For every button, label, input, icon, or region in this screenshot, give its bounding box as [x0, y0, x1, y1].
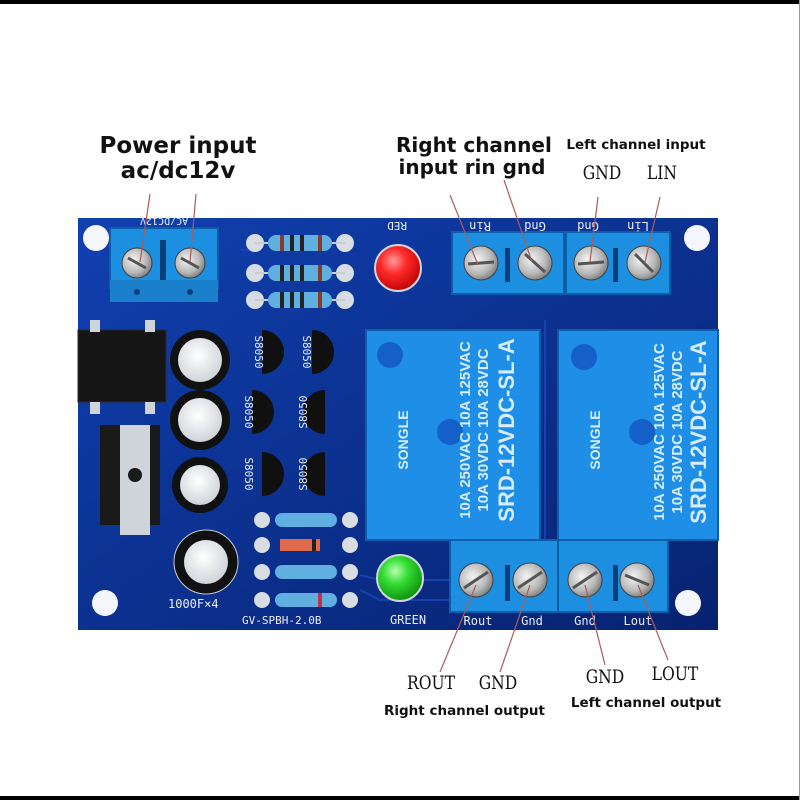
left-input-lin-label: LIN	[646, 162, 678, 184]
silk-power-label: AC/DC12V	[140, 215, 188, 226]
left-input-gnd-label: GND	[582, 162, 622, 184]
silk-transistor: S8050	[252, 335, 265, 368]
left-output-gnd-label: GND	[585, 666, 625, 688]
silk-transistor: S8050	[297, 457, 310, 490]
mounting-hole	[675, 590, 701, 616]
left-channel-input-title: Left channel input	[566, 137, 706, 153]
mounting-hole	[83, 225, 109, 251]
relay-left-model: SRD-12VDC-SL-A	[494, 338, 519, 521]
power-input-title: Power input	[99, 133, 257, 159]
silk-transistor: S8050	[242, 395, 255, 428]
mounting-hole	[92, 590, 118, 616]
top-border	[0, 0, 800, 4]
relay-right-brand: SONGLE	[587, 410, 603, 469]
right-output-gnd-label: GND	[478, 672, 518, 694]
power-input-spec: ac/dc12v	[120, 158, 236, 185]
green-led	[376, 554, 424, 602]
relay-left-brand: SONGLE	[395, 410, 411, 469]
silk-rin: Rin	[469, 219, 491, 233]
silk-transistor: S8050	[297, 395, 310, 428]
power-terminal-block	[109, 227, 219, 302]
silk-transistor: S8050	[242, 457, 255, 490]
left-output-lout-label: LOUT	[651, 663, 699, 685]
red-led	[374, 244, 422, 292]
silk-green-label: GREEN	[390, 613, 426, 627]
silk-gnd-in-r: Gnd	[524, 219, 546, 233]
silk-model: GV-SPBH-2.0B	[242, 614, 322, 627]
relay-right-rating-1: 10A 250VAC 10A 125VAC	[651, 343, 668, 521]
right-output-rout-label: ROUT	[406, 672, 456, 694]
silk-lin: Lin	[627, 219, 649, 233]
silk-gnd-out-r: Gnd	[521, 614, 543, 628]
right-channel-input-title: Right channel	[396, 133, 552, 157]
callout-leader-lines	[139, 179, 669, 673]
capacitors	[170, 330, 239, 595]
mounting-hole	[684, 225, 710, 251]
voltage-regulator	[100, 425, 160, 535]
resistors-bottom	[254, 512, 358, 608]
relay-right-model: SRD-12VDC-SL-A	[686, 340, 711, 523]
silk-red-label: RED	[387, 219, 407, 232]
right-channel-input-label: Right channel input rin gnd	[396, 133, 552, 179]
relay-right	[557, 329, 719, 541]
transistors	[252, 330, 334, 496]
silk-capacitor-note: 1000F×4	[168, 597, 219, 611]
resistors-top	[246, 234, 354, 309]
silk-gnd-out-l: Gnd	[574, 614, 596, 628]
right-channel-input-pins: input rin gnd	[398, 155, 546, 179]
left-channel-output-title: Left channel output	[570, 695, 722, 711]
bottom-border	[0, 796, 800, 800]
relay-left-rating-1: 10A 250VAC 10A 125VAC	[457, 341, 474, 519]
output-terminal-blocks	[449, 539, 669, 613]
bridge-rectifier	[77, 329, 167, 403]
relay-left-rating-2: 10A 30VDC 10A 28VDC	[475, 348, 492, 511]
relay-right-rating-2: 10A 30VDC 10A 28VDC	[669, 350, 686, 513]
silk-rout: Rout	[464, 614, 493, 628]
silk-lout: Lout	[624, 614, 653, 628]
right-channel-output-title: Right channel output	[384, 703, 545, 719]
relay-left	[365, 329, 541, 541]
power-input-label: Power input ac/dc12v	[96, 133, 260, 185]
silk-transistor: S8050	[300, 335, 313, 368]
input-terminal-blocks	[451, 231, 671, 295]
